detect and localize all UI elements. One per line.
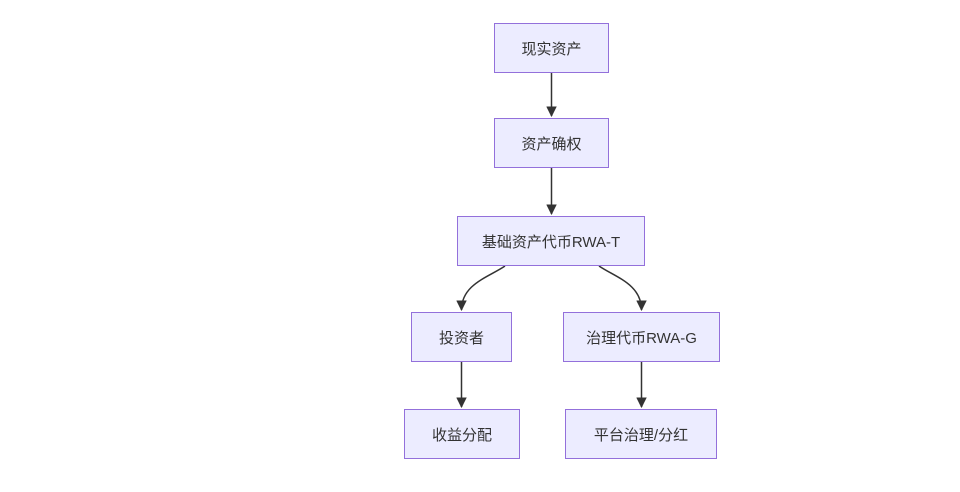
edge-rwat-to-rwag <box>598 265 647 312</box>
node-real-assets: 现实资产 <box>494 23 609 73</box>
node-base-asset-token-rwa-t: 基础资产代币RWA-T <box>457 216 645 266</box>
node-asset-confirmation: 资产确权 <box>494 118 609 168</box>
node-platform-governance-dividends-label: 平台治理/分红 <box>593 426 689 444</box>
node-asset-confirmation-label: 资产确权 <box>521 135 582 153</box>
node-platform-governance-dividends: 平台治理/分红 <box>565 409 717 459</box>
node-governance-token-rwa-g-label: 治理代币RWA-G <box>586 329 697 347</box>
node-base-asset-token-rwa-t-label: 基础资产代币RWA-T <box>481 233 621 251</box>
node-revenue-distribution-label: 收益分配 <box>431 426 492 444</box>
node-real-assets-label: 现实资产 <box>521 40 582 58</box>
node-revenue-distribution: 收益分配 <box>404 409 520 459</box>
node-governance-token-rwa-g: 治理代币RWA-G <box>563 312 720 362</box>
node-investors-label: 投资者 <box>438 329 484 347</box>
edge-rwat-to-investor <box>456 265 506 312</box>
node-investors: 投资者 <box>411 312 512 362</box>
